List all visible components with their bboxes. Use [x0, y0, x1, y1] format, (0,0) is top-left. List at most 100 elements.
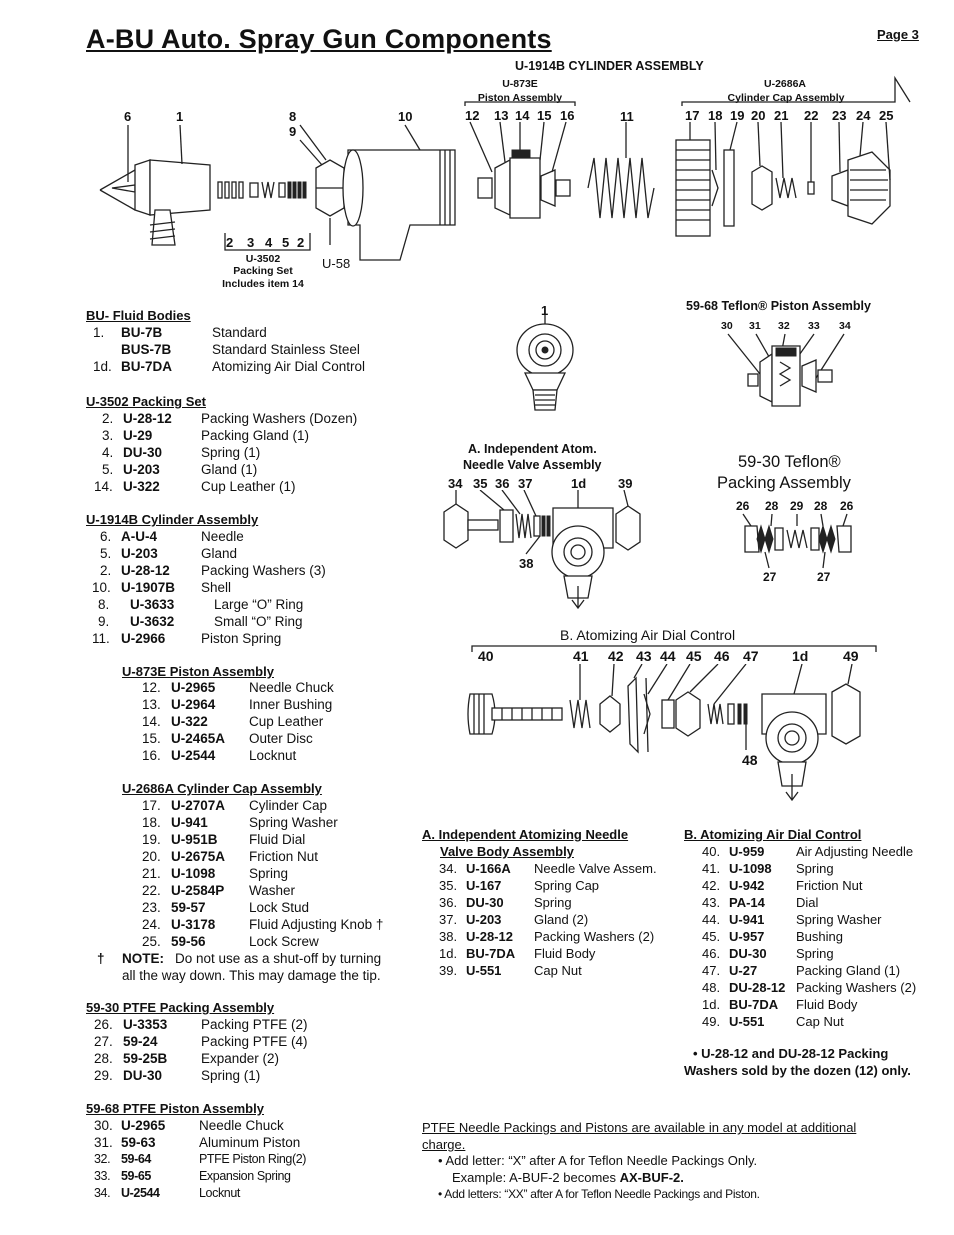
- needle-valve-title-2: Needle Valve Assembly: [463, 458, 602, 472]
- item-num: 34.: [439, 861, 458, 876]
- dc-callout-49: 49: [843, 648, 859, 664]
- item-num: 1.: [93, 325, 105, 340]
- item-part: DU-28-12: [729, 980, 786, 995]
- tpk-callout-29: 29: [790, 499, 804, 513]
- item-desc: Cup Leather (1): [201, 479, 296, 494]
- item-num: 23.: [142, 900, 161, 915]
- callout-6: 6: [124, 109, 132, 124]
- item-part: U-942: [729, 878, 765, 893]
- callout-20: 20: [751, 108, 766, 123]
- packing-set-code: U-3502: [245, 253, 281, 265]
- item-num: 12.: [142, 680, 161, 695]
- item-part: U-1098: [171, 866, 216, 881]
- item-desc: Atomizing Air Dial Control: [212, 359, 366, 374]
- list-item: 14. U-322 Cup Leather (1): [86, 478, 406, 495]
- packing-bracket: [224, 233, 311, 251]
- packing-callout-2b: 2: [297, 235, 305, 250]
- item-desc: Dial: [796, 895, 819, 910]
- item-num: 2.: [100, 563, 112, 578]
- teflon-piston-diagram: [727, 333, 845, 407]
- item-desc: Shell: [201, 580, 232, 595]
- item-num: 43.: [702, 895, 721, 910]
- item-part: DU-30: [466, 895, 504, 910]
- tpk-callout-26a: 26: [736, 499, 750, 513]
- item-num: 11.: [92, 631, 110, 646]
- item-num: 32.: [94, 1152, 111, 1166]
- dc-callout-41: 41: [573, 648, 589, 664]
- item-part: U-2964: [171, 697, 216, 712]
- item-part: U-3633: [130, 597, 175, 612]
- item-num: 19.: [142, 832, 161, 847]
- item-num: 47.: [702, 963, 721, 978]
- tp-callout-31: 31: [749, 320, 761, 332]
- packing-set-heading: U-3502 Packing Set: [86, 394, 206, 409]
- item-num: 24.: [142, 917, 161, 932]
- piston-assembly-name: Piston Assembly: [477, 92, 563, 104]
- item-desc: Fluid Body: [534, 946, 596, 961]
- dc-callout-46: 46: [714, 648, 730, 664]
- body-callout-1: 1: [541, 303, 549, 318]
- tp-callout-34: 34: [839, 320, 851, 332]
- note-line-1: Do not use as a shut-off by turning: [175, 951, 382, 966]
- item-desc: Expander (2): [201, 1051, 280, 1066]
- item-part: DU-30: [123, 1068, 163, 1083]
- nv-callout-35: 35: [473, 476, 488, 491]
- item-part: PA-14: [729, 895, 765, 910]
- item-desc: Needle Chuck: [249, 680, 334, 695]
- packing-callout-4: 4: [265, 235, 273, 250]
- item-part: U-3632: [130, 614, 175, 629]
- cap-assembly-code: U-2686A: [763, 78, 807, 90]
- callout-9: 9: [289, 124, 297, 139]
- item-part: U-3178: [171, 917, 216, 932]
- piston-assembly: [469, 121, 571, 219]
- item-part: U-3353: [123, 1017, 168, 1032]
- item-part: 59-64: [121, 1152, 151, 1166]
- item-desc: Expansion Spring: [199, 1169, 291, 1183]
- tp-callout-30: 30: [721, 320, 733, 332]
- tp-callout-33: 33: [808, 320, 820, 332]
- teflon-packing-diagram: [742, 513, 852, 569]
- piston-assembly-code: U-873E: [502, 78, 538, 90]
- needle-valve-diagram: [443, 490, 641, 610]
- item-part: U-2465A: [171, 731, 226, 746]
- tpk-callout-27b: 27: [817, 570, 831, 584]
- item-part: U-2675A: [171, 849, 226, 864]
- packing-callout-2a: 2: [226, 235, 234, 250]
- top-exploded-diagram: [99, 75, 911, 261]
- item-part: U-2544: [121, 1186, 160, 1200]
- item-num: 14.: [94, 479, 113, 494]
- item-desc: Friction Nut: [249, 849, 319, 864]
- item-desc: Spring: [534, 895, 572, 910]
- item-desc: Gland: [201, 546, 238, 561]
- tp-callout-32: 32: [778, 320, 790, 332]
- item-part: BU-7DA: [121, 359, 173, 374]
- item-desc: Spring Cap: [534, 878, 600, 893]
- item-desc: Piston Spring: [201, 631, 282, 646]
- callout-12: 12: [465, 108, 480, 123]
- item-num: 18.: [142, 815, 161, 830]
- item-part: U-167: [466, 878, 502, 893]
- item-num: 1d.: [439, 946, 458, 961]
- item-part: U-322: [123, 479, 160, 494]
